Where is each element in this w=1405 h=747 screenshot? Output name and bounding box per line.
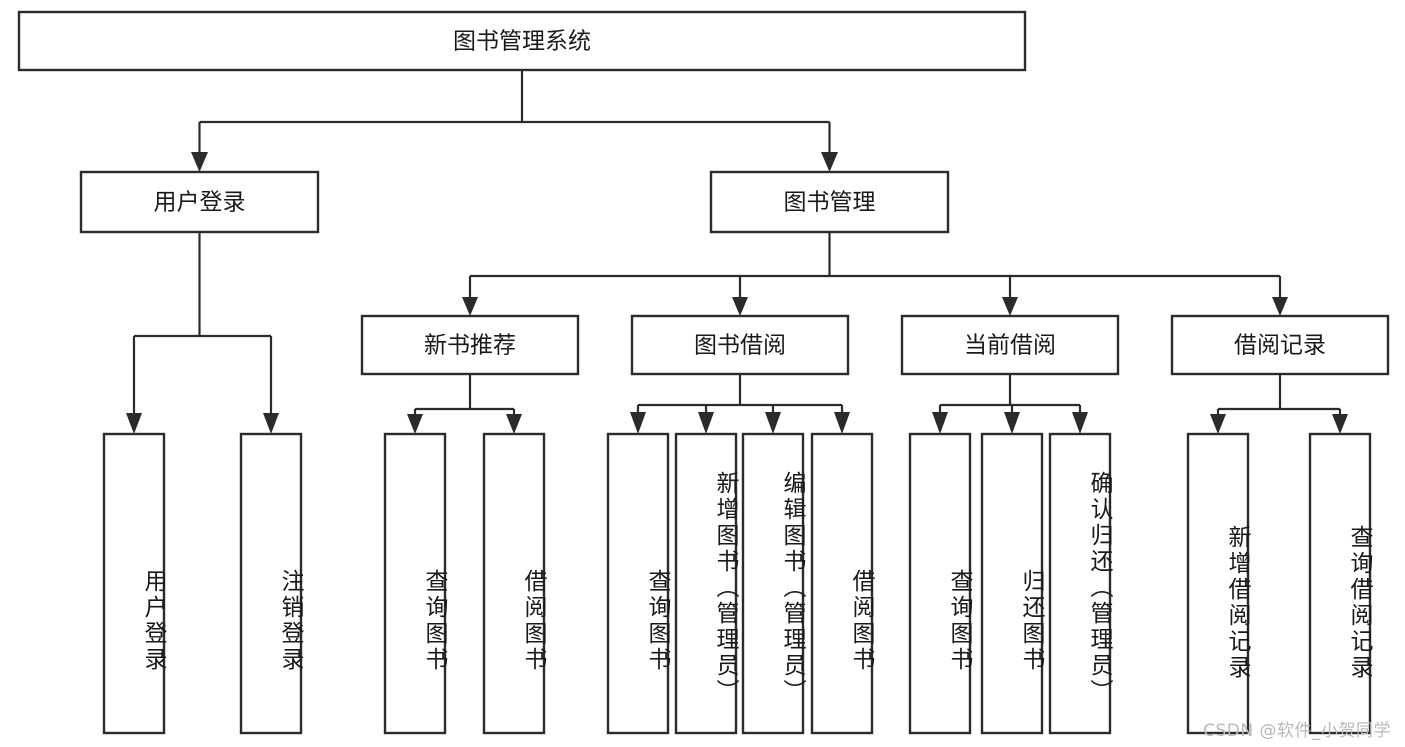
arrow-head-leaf-user-logout bbox=[263, 413, 279, 434]
edge-group-book-borrow bbox=[630, 374, 850, 434]
arrow-head-leaf-borrow-book-1 bbox=[506, 414, 522, 434]
arrow-head-user-login bbox=[191, 152, 208, 172]
node-new-book-recommend[interactable]: 新书推荐 bbox=[360, 314, 580, 376]
edge-group-new-book-recommend bbox=[407, 374, 522, 434]
arrow-head-leaf-edit-book bbox=[765, 412, 781, 434]
node-leaf-add-record-box[interactable] bbox=[1186, 432, 1250, 735]
node-book-manage-box[interactable] bbox=[709, 170, 950, 234]
node-borrow-record[interactable]: 借阅记录 bbox=[1170, 314, 1390, 376]
node-user-login[interactable]: 用户登录 bbox=[79, 170, 320, 234]
arrow-head-leaf-query-book-2 bbox=[630, 412, 646, 434]
node-current-borrow-label: 当前借阅 bbox=[964, 333, 1056, 359]
node-leaf-add-book-box[interactable] bbox=[674, 432, 738, 735]
node-leaf-query-book-1-box[interactable] bbox=[383, 432, 447, 735]
node-book-borrow[interactable]: 图书借阅 bbox=[630, 314, 850, 376]
node-root[interactable]: 图书管理系统 bbox=[17, 10, 1027, 72]
node-book-manage-label: 图书管理 bbox=[784, 190, 876, 216]
arrow-head-book-manage bbox=[821, 152, 838, 172]
arrow-head-borrow-record bbox=[1272, 297, 1288, 316]
arrow-head-leaf-query-record bbox=[1332, 414, 1348, 434]
csdn-watermark: CSDN @软件_小贺同学 bbox=[1203, 721, 1391, 741]
node-leaf-confirm-return-box[interactable] bbox=[1048, 432, 1112, 735]
arrow-head-leaf-confirm-return bbox=[1072, 412, 1088, 434]
arrow-head-new-book-recommend bbox=[462, 297, 478, 316]
arrow-head-leaf-query-book-3 bbox=[932, 412, 948, 434]
node-leaf-user-login-box[interactable] bbox=[102, 432, 166, 735]
node-user-login-label: 用户登录 bbox=[154, 190, 246, 216]
node-borrow-record-box[interactable] bbox=[1170, 314, 1390, 376]
node-leaf-query-book-2-box[interactable] bbox=[606, 432, 670, 735]
node-leaf-return-book-box[interactable] bbox=[980, 432, 1044, 735]
node-book-manage[interactable]: 图书管理 bbox=[709, 170, 950, 234]
node-new-book-recommend-label: 新书推荐 bbox=[424, 333, 516, 359]
node-root-box[interactable] bbox=[17, 10, 1027, 72]
edge-group-user-login bbox=[126, 232, 279, 434]
node-leaf-edit-book-box[interactable] bbox=[741, 432, 805, 735]
arrow-head-book-borrow bbox=[732, 297, 748, 316]
edge-group-root bbox=[191, 70, 838, 172]
arrow-head-leaf-user-login bbox=[126, 413, 142, 434]
arrow-head-leaf-return-book bbox=[1004, 412, 1020, 434]
node-root-label: 图书管理系统 bbox=[453, 29, 591, 55]
node-new-book-recommend-box[interactable] bbox=[360, 314, 580, 376]
node-leaf-query-record-box[interactable] bbox=[1308, 432, 1372, 735]
arrow-head-leaf-add-record bbox=[1210, 414, 1226, 434]
node-book-borrow-box[interactable] bbox=[630, 314, 850, 376]
node-leaf-borrow-book-1-box[interactable] bbox=[482, 432, 546, 735]
leaf-boxes bbox=[102, 432, 1372, 735]
node-book-borrow-label: 图书借阅 bbox=[694, 333, 786, 359]
arrow-head-leaf-add-book bbox=[698, 412, 714, 434]
edge-group-book-manage bbox=[462, 232, 1288, 316]
node-borrow-record-label: 借阅记录 bbox=[1234, 333, 1326, 359]
edge-group-current-borrow bbox=[932, 374, 1088, 434]
node-leaf-query-book-3-box[interactable] bbox=[908, 432, 972, 735]
node-leaf-user-logout-box[interactable] bbox=[239, 432, 303, 735]
arrow-head-leaf-borrow-book-2 bbox=[834, 412, 850, 434]
edge-group-borrow-record bbox=[1210, 374, 1348, 434]
node-leaf-borrow-book-2-box[interactable] bbox=[810, 432, 874, 735]
arrow-head-leaf-query-book-1 bbox=[407, 414, 423, 434]
node-current-borrow[interactable]: 当前借阅 bbox=[900, 314, 1120, 376]
arrow-head-current-borrow bbox=[1002, 297, 1018, 316]
node-current-borrow-box[interactable] bbox=[900, 314, 1120, 376]
node-user-login-box[interactable] bbox=[79, 170, 320, 234]
